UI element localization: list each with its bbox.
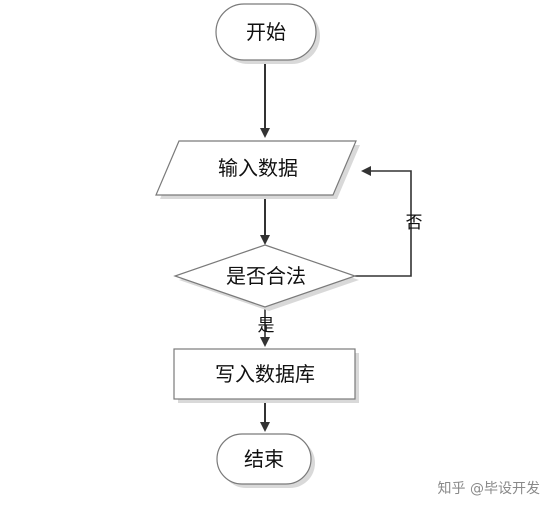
node-end: 结束 [216,433,315,488]
node-input-label: 输入数据 [218,156,298,180]
edge-label-no: 否 [406,213,423,233]
watermark-text: 知乎 @毕设开发 [438,480,540,497]
node-start: 开始 [215,3,320,64]
node-write: 写入数据库 [173,348,359,403]
node-start-label: 开始 [246,20,286,44]
node-input: 输入数据 [155,140,360,199]
node-check-label: 是否合法 [226,264,306,288]
node-end-label: 结束 [244,447,284,471]
node-check: 是否合法 [173,244,359,311]
edge-check-no-loop [355,166,412,277]
node-write-label: 写入数据库 [215,362,315,386]
edge-label-yes: 是 [258,316,275,336]
